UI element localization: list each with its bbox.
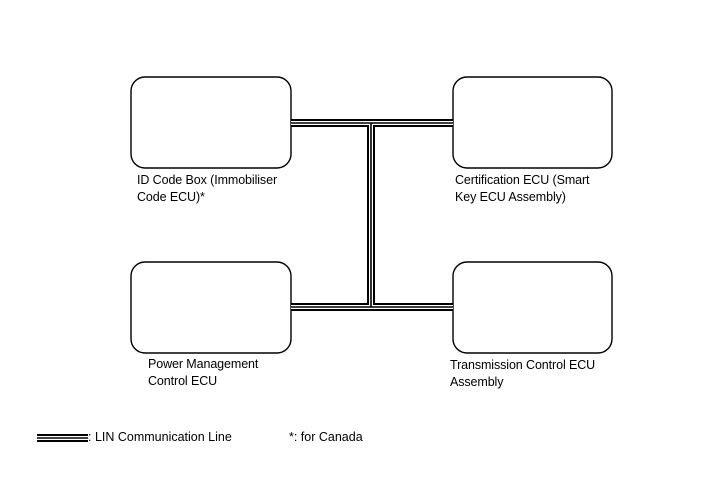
id-code-box-label: ID Code Box (Immobiliser Code ECU)* [137,173,278,204]
certification-ecu-block [452,76,613,169]
power-management-ecu-block [130,261,292,354]
transmission-control-ecu-block [452,261,613,354]
legend-lin-line-text: : LIN Communication Line [88,430,232,444]
lin-bus-lines [291,119,453,311]
power-management-ecu-label: Power Management Control ECU [148,357,259,388]
legend-canada-note: *: for Canada [289,430,363,444]
transmission-control-ecu-label: Transmission Control ECU Assembly [450,358,596,389]
certification-ecu-label: Certification ECU (Smart Key ECU Assembl… [455,173,590,204]
id-code-box-block [130,76,292,169]
